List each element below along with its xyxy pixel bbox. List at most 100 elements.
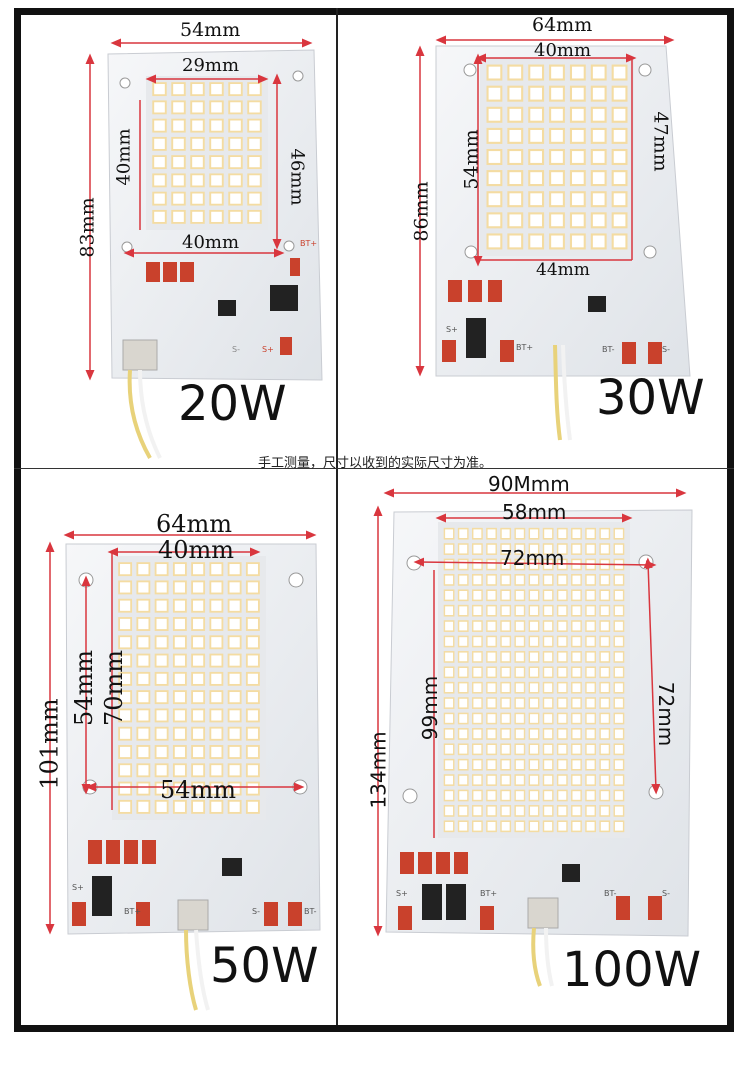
board-100w-led-diode [530,775,538,785]
board-50w-led-diode [174,637,185,648]
dim-20w-hole-vertical: 46mm [286,148,308,206]
board-30w-led-diode [551,151,563,163]
board-30w-led-diode [613,87,626,100]
board-50w-led-diode [120,746,131,758]
board-50w-led-diode [247,673,258,684]
board-100w-led-diode [530,729,538,739]
board-50w [45,530,321,1011]
board-100w-led-diode [445,775,454,785]
board-100w-led-diode [445,544,454,554]
board-30w-led-diode [592,129,605,142]
pcb-label-30w-bt-minus: BT- [602,345,615,354]
dim-100w-hole-vertical: 72mm [654,681,679,747]
board-50w-led-diode [193,728,204,739]
board-30w-led-diode [509,87,522,100]
board-50w-led-diode [229,600,240,611]
board-100w-led-diode [473,744,482,754]
board-30w-led-diode [530,193,542,206]
board-100w-led-diode [530,606,538,616]
board-100w-led-diode [501,729,510,739]
board-20w-led-diode [154,175,165,186]
board-100w-led-diode [586,775,595,785]
board-50w-led-diode [156,765,167,776]
pcb-label-100w-bt-minus: BT- [604,889,617,898]
dim-100w-led-height: 99mm [418,675,443,741]
board-50w-led-diode [120,710,131,721]
board-100w-led-diode [459,729,468,739]
board-30w-led-diode [551,66,563,79]
board-100w-led-diode [445,714,454,723]
board-100w-led-diode [515,698,524,708]
board-100w-led-diode [558,744,567,754]
board-30w-led-diode [488,193,501,206]
board-100w-led-diode [459,590,468,600]
board-100w-led-diode [459,791,468,800]
board-30w-led-diode [509,66,522,79]
board-20w-led-diode [249,120,260,131]
board-100w-led-diode [473,683,482,693]
board-50w-led-diode [138,728,149,739]
board-20w-led-diode [211,84,222,95]
board-20w-led-diode [249,175,260,186]
board-100w-led-diode [558,821,567,831]
board-100w-led-diode [487,760,496,770]
board-50w-led-diode [247,637,258,648]
board-100w-led-diode [459,821,468,831]
board-20w-led-diode [173,84,184,95]
board-100w-led-diode [530,714,538,723]
board-50w-led-diode [120,765,131,776]
board-100w-led-diode [572,729,581,739]
board-100w-led-diode [459,621,468,631]
board-50w-led-diode [193,582,204,593]
board-50w-led-diode [247,618,258,630]
board-30w-led-diode [488,108,501,121]
board-30w-led-diode [509,235,522,248]
board-100w-led-diode [544,821,553,831]
board-20w-led-diode [230,157,241,168]
board-100w-led-diode [459,560,468,569]
board-100w-led-diode [487,714,496,723]
board-50w-led-diode [229,655,240,666]
board-50w-led-diode [174,692,185,703]
board-30w-led-diode [592,87,605,100]
board-50w-led-diode [138,746,149,758]
board-50w-led-diode [174,728,185,739]
board-50w-led-diode [156,637,167,648]
board-100w-led-diode [544,760,553,770]
board-50w-led-diode [229,692,240,703]
board-100w-led-diode [487,575,496,585]
board-50w-led-diode [193,600,204,611]
board-50w-led-diode [120,673,131,684]
board-100w-led-diode [515,714,524,723]
board-50w-led-diode [120,637,131,648]
board-50w-led-diode [120,655,131,666]
board-100w-led-diode [487,698,496,708]
board-50w-led-diode [247,564,258,575]
pcb-label-50w-bt-plus: BT+ [124,907,142,916]
board-100w-led-diode [544,606,553,616]
board-100w-led-diode [586,637,595,646]
board-50w-led-diode [138,582,149,593]
board-50w-led-diode [120,783,131,794]
board-100w-led-diode [487,621,496,631]
board-100w-led-diode [600,544,609,554]
board-50w-led-diode [138,655,149,666]
board-100w-led-diode [501,590,510,600]
board-100w-led-diode [544,775,553,785]
board-100w-led-diode [586,744,595,754]
board-100w-led-diode [586,729,595,739]
board-100w-led-diode [473,575,482,585]
board-20w-led-diode [211,175,222,186]
board-100w-led-diode [572,760,581,770]
vertical-divider [336,8,338,1025]
pcb-label-50w-s-plus: S+ [72,883,84,892]
board-100w-led-diode [515,529,524,539]
board-100w-led-diode [586,806,595,816]
board-50w-led-diode [247,746,258,758]
board-20w-led-diode [173,193,184,204]
board-30w-led-diode [613,129,626,142]
board-20w-led-diode [249,157,260,168]
board-100w-led-diode [445,821,454,831]
board-20w-led-diode [192,211,203,222]
board-50w-led-diode [211,728,222,739]
